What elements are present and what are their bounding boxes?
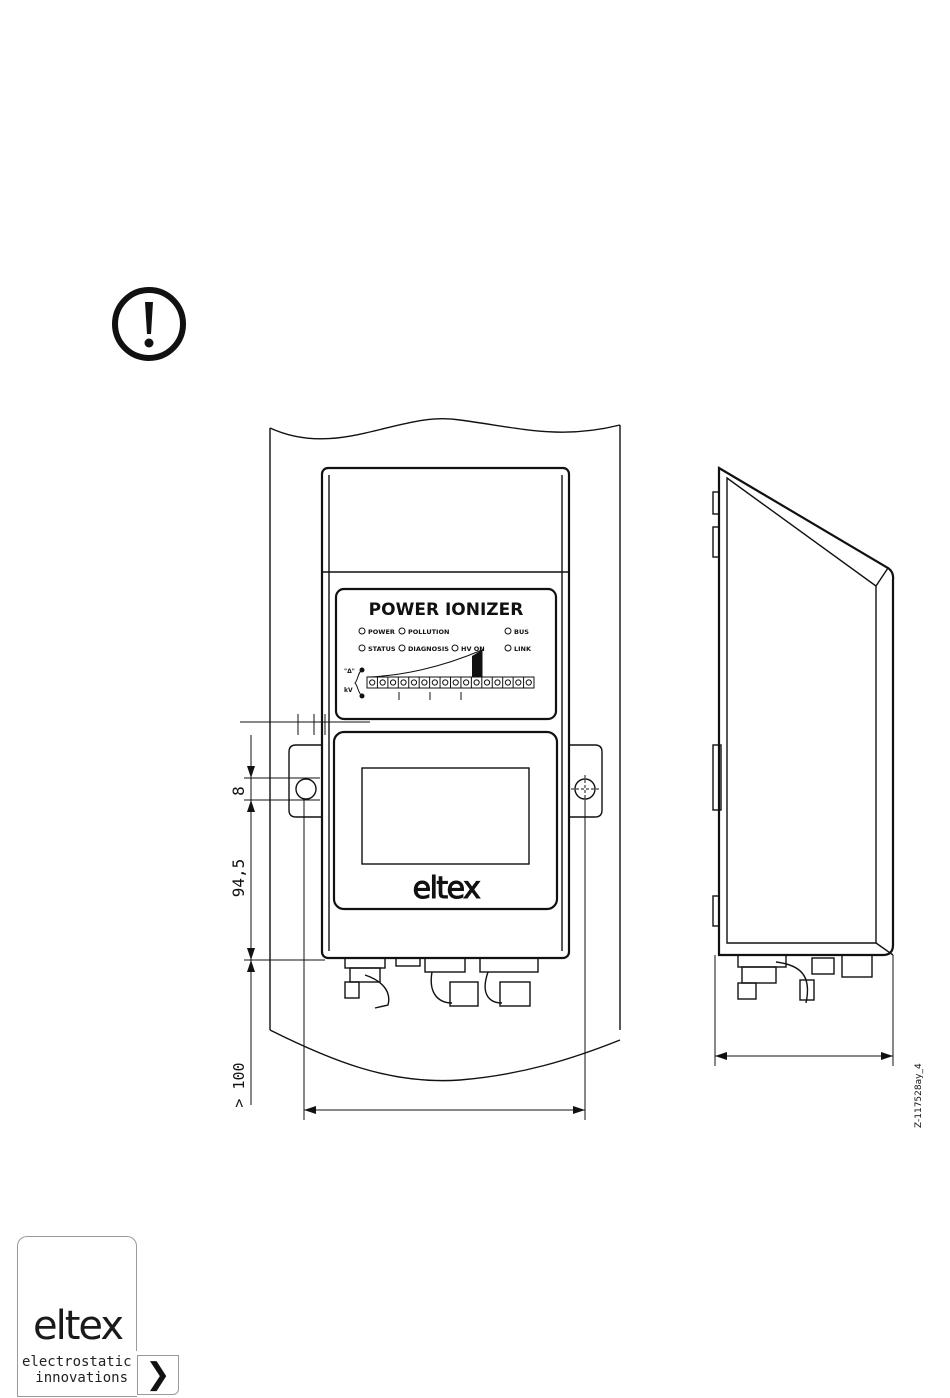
scale-label-upper: "Δ" bbox=[344, 668, 355, 675]
panel-title: POWER IONIZER bbox=[369, 600, 524, 620]
exclamation-circle-icon bbox=[115, 290, 183, 358]
device-logo: eltex bbox=[413, 871, 480, 906]
chevron-right-icon[interactable]: ❯ bbox=[137, 1355, 179, 1395]
bar-segment-led bbox=[484, 680, 489, 685]
bar-segment-led bbox=[526, 680, 531, 685]
bar-segment-led bbox=[390, 680, 395, 685]
indicator-link: LINK bbox=[514, 645, 532, 653]
bar-segment-led bbox=[411, 680, 416, 685]
dimension-hole: 8 bbox=[229, 786, 248, 796]
dimension-clearance: > 100 bbox=[230, 1062, 248, 1107]
bar-segment-led bbox=[464, 680, 469, 685]
indicator-leds: POWER POLLUTION BUS STATUS DIAGNOSIS HV … bbox=[359, 628, 532, 653]
side-view bbox=[713, 468, 893, 1066]
indicator-pollution: POLLUTION bbox=[408, 628, 449, 636]
front-view: POWER IONIZER POWER POLLUTION BUS STATUS… bbox=[229, 468, 602, 1120]
bar-segment-led bbox=[495, 680, 500, 685]
brand-tagline: electrostatic innovations bbox=[22, 1354, 132, 1386]
connectors-front bbox=[345, 958, 538, 1008]
indicator-status: STATUS bbox=[368, 645, 396, 653]
bar-segment-led bbox=[443, 680, 448, 685]
bar-segment-led bbox=[516, 680, 521, 685]
dimension-height: 94,5 bbox=[229, 859, 248, 898]
indicator-diagnosis: DIAGNOSIS bbox=[408, 645, 449, 653]
hv-bar-graph: "Δ" kV bbox=[344, 650, 534, 700]
drawing-id: Z-117528ay_4 bbox=[914, 1063, 924, 1128]
bar-segment-led bbox=[401, 680, 406, 685]
bar-segment-led bbox=[370, 680, 375, 685]
bar-segment-led bbox=[380, 680, 385, 685]
brand-logo: eltex bbox=[20, 1306, 135, 1346]
scale-label-lower: kV bbox=[344, 687, 353, 694]
bar-segment-led bbox=[453, 680, 458, 685]
indicator-bus: BUS bbox=[514, 628, 529, 636]
bar-segment-led bbox=[474, 680, 479, 685]
bar-segment-led bbox=[432, 680, 437, 685]
brand-tagline-line2: innovations bbox=[22, 1370, 128, 1386]
brand-tagline-line1: electrostatic bbox=[22, 1354, 128, 1370]
bar-segment-led bbox=[505, 680, 510, 685]
connectors-side bbox=[738, 955, 872, 1003]
bar-segment-led bbox=[422, 680, 427, 685]
dimension-lines: 8 94,5 > 100 bbox=[229, 714, 585, 1120]
indicator-power: POWER bbox=[368, 628, 395, 636]
